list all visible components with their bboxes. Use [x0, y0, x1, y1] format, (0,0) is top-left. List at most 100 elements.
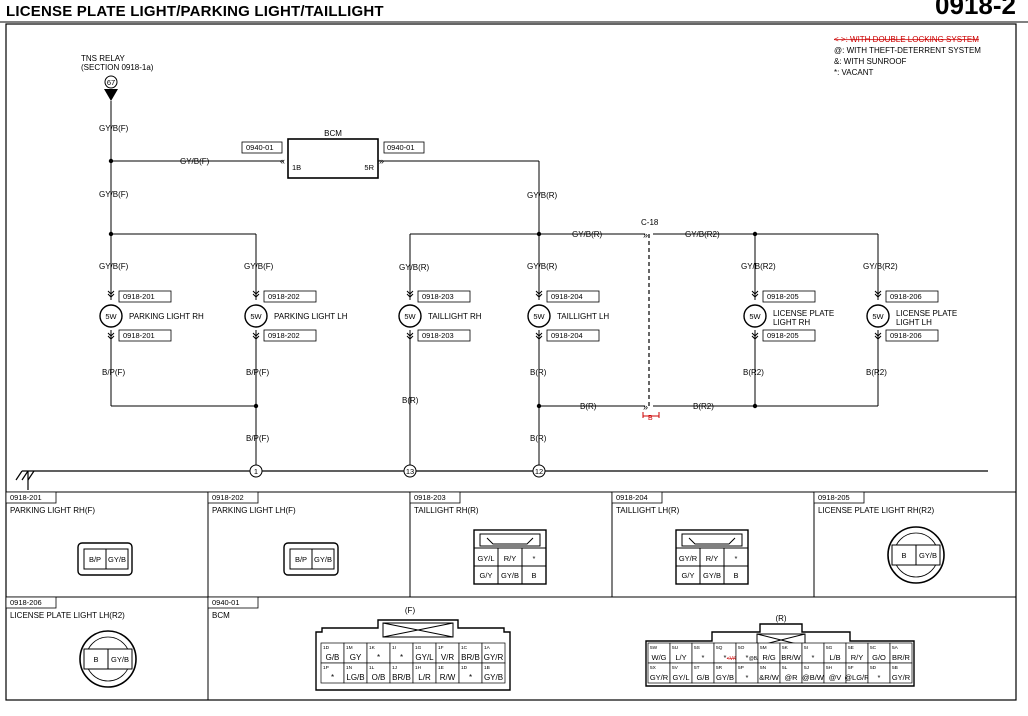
pin-number: 1P	[323, 665, 329, 671]
lamp-rating: 5W	[105, 312, 117, 321]
pin-number: 5N	[760, 665, 767, 671]
pin-label: B	[733, 571, 738, 580]
svg-text:»: »	[643, 230, 648, 240]
relay-arrow-icon	[104, 89, 118, 101]
pin-number: 5K	[782, 645, 789, 651]
junction-dots	[108, 158, 758, 409]
connector-name: TAILLIGHT LH(R)	[616, 506, 680, 515]
bcm-label: BCM	[324, 129, 342, 138]
relay-label: TNS RELAY	[81, 54, 126, 63]
pin-number: 1B	[484, 665, 490, 671]
wire-label: B(R)	[402, 396, 419, 405]
pin-label: GY/R	[679, 554, 698, 563]
pin-number: 1I	[392, 645, 396, 651]
pin-wire: @B/W	[802, 673, 825, 682]
conn-taillight-rh: GY/L R/Y * G/Y GY/B B	[473, 529, 547, 585]
pin-label: R/Y	[504, 554, 517, 563]
lamp-name: PARKING LIGHT RH	[129, 312, 204, 321]
pin-number: 5W	[650, 645, 658, 651]
conn-taillight-lh: GY/R R/Y * G/Y GY/B B	[675, 529, 749, 585]
bcm-conn-left: 0940-01	[246, 143, 274, 152]
pin-wire: R/W	[440, 673, 456, 682]
connector-name: PARKING LIGHT LH(F)	[212, 506, 296, 515]
bcm-connector-f: (F) 1DG/B1MGY1K*1I*1GGY/L1FV/R1CBR/B1AGY…	[315, 606, 511, 691]
connector-name: PARKING LIGHT RH(F)	[10, 506, 95, 515]
wire-label: GY/B(R)	[399, 263, 430, 272]
pin-wire: *	[469, 673, 472, 682]
pin-number: 5V	[672, 665, 679, 671]
pin-label: *	[735, 554, 738, 563]
wire-label: GY/B(F)	[244, 262, 274, 271]
pin-wire: GY/R	[484, 653, 504, 662]
pin-wire: *	[377, 653, 380, 662]
pin-number: 5A	[892, 645, 899, 651]
pin-wire: GY	[350, 653, 362, 662]
svg-text:«: «	[280, 156, 285, 166]
pin-label: B	[901, 551, 906, 560]
pin-label: GY/B	[501, 571, 519, 580]
conn-parking-lh: B/P GY/B	[283, 542, 339, 576]
pin-number: 5I	[804, 645, 808, 651]
pin-number: 1C	[461, 645, 468, 651]
page-code: 0918-2	[935, 0, 1016, 20]
pin-wire: G/O	[872, 653, 886, 662]
connector-code: 0918-202	[212, 493, 244, 502]
pin-number: 1D	[323, 645, 330, 651]
lamp-conn-top: 0918-206	[890, 292, 922, 301]
pin-number: 1N	[346, 665, 353, 671]
pin-number: 5X	[650, 665, 657, 671]
wire-label: GY/B(F)	[180, 157, 210, 166]
pin-number: 5L	[782, 665, 788, 671]
lamp-conn-bottom: 0918-204	[551, 331, 583, 340]
pin-number: 5P	[738, 665, 744, 671]
lamp-conn-bottom: 0918-203	[422, 331, 454, 340]
pin-wire: *	[746, 673, 749, 682]
pin-wire: *	[746, 653, 749, 662]
pin-wire: *	[724, 653, 727, 662]
lamp-conn-bottom: 0918-205	[767, 331, 799, 340]
pin-number: 5O	[738, 645, 745, 651]
connector-code: 0918-206	[10, 598, 42, 607]
joint-label: C-18	[641, 218, 659, 227]
pin-number: 5G	[826, 645, 833, 651]
wire-label: B(R2)	[866, 368, 887, 377]
lamp-conn-top: 0918-204	[551, 292, 583, 301]
svg-text:»: »	[379, 156, 384, 166]
bcm-module: BCM 1B 5R 0940-01 0940-01 « »	[241, 129, 425, 179]
wire-label: GY/B(R2)	[685, 230, 720, 239]
pin-wire: L/B	[829, 653, 840, 662]
relay-pin-circle	[104, 75, 118, 89]
connector-code: 0918-205	[818, 493, 850, 502]
legend: < >: WITH DOUBLE LOCKING SYSTEM @: WITH …	[834, 35, 981, 77]
conn-license-rh: B GY/B	[887, 526, 945, 584]
pin-wire: V/R	[441, 653, 455, 662]
pin-label: GY/B	[314, 555, 332, 564]
legend-double-locking: < >: WITH DOUBLE LOCKING SYSTEM	[834, 35, 979, 44]
pin-number: 1H	[415, 665, 422, 671]
pin-label: *	[533, 554, 536, 563]
bcm-conn-right: 0940-01	[387, 143, 415, 152]
pin-label: G/Y	[682, 571, 695, 580]
wire-label: B(R)	[530, 368, 547, 377]
pin-wire: R/G	[762, 653, 776, 662]
pin-number: 5S	[694, 645, 700, 651]
legend-sunroof: &: WITH SUNROOF	[834, 57, 907, 66]
conn-parking-rh: B/P GY/B	[77, 542, 133, 576]
pin-wire: *	[331, 673, 334, 682]
connector-name: TAILLIGHT RH(R)	[414, 506, 479, 515]
wire-label: B(R2)	[743, 368, 764, 377]
pin-wire: BR/B	[461, 653, 480, 662]
pin-label: B	[93, 655, 98, 664]
pin-number: 1M	[346, 645, 353, 651]
pin-wire: LG/B	[346, 673, 364, 682]
